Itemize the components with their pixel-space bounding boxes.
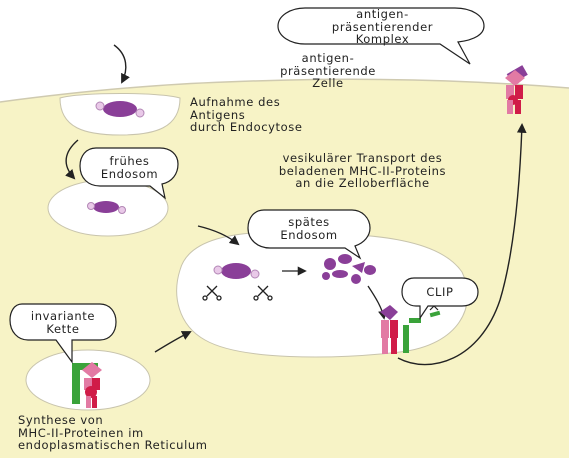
label-mhc-synthesis: Synthese von MHC-II-Proteinen im endopla…	[18, 414, 208, 452]
label-line: Endosom	[280, 227, 338, 242]
label-line: Zelle	[312, 76, 344, 90]
label-line: antigen-	[356, 7, 409, 21]
label-line: vesikulärer Transport des	[282, 151, 443, 165]
arrow-antigen-uptake	[113, 44, 130, 84]
label-invariant-chain: invariante Kette	[12, 310, 114, 335]
antigen-early-endosome	[87, 201, 126, 214]
label-line: Komplex	[355, 32, 410, 46]
bubble-invariant-chain	[9, 303, 117, 364]
label-line: präsentierende	[280, 63, 376, 78]
scissors-icon	[253, 285, 273, 301]
label-line: Synthese von	[18, 413, 104, 427]
label-line: durch Endocytose	[190, 120, 303, 134]
label-antigen-uptake: Aufnahme des Antigens durch Endocytose	[190, 96, 303, 134]
label-line: spätes	[288, 215, 330, 229]
bubble-early-endosome	[79, 147, 179, 200]
bubble-late-endosome	[247, 209, 371, 260]
label-early-endosome: frühes Endosom	[82, 155, 177, 180]
label-antigen-presenting-complex: antigen- präsentierender Komplex	[290, 8, 475, 46]
arrow-er-to-late-endosome	[154, 331, 192, 353]
label-line: Antigens	[190, 107, 246, 122]
label-line: CLIP	[426, 285, 454, 299]
antigen-in-pit	[95, 101, 145, 118]
label-antigen-presenting-cell: antigen- präsentierende Zelle	[248, 52, 408, 90]
label-line: präsentierender	[331, 19, 434, 34]
scissors-icon	[202, 285, 222, 301]
mhc-ii-invariant-chain	[72, 362, 102, 408]
antigen-fragments	[322, 254, 376, 284]
label-late-endosome: spätes Endosom	[250, 216, 368, 241]
arrow-to-late-endosome	[197, 225, 240, 246]
label-line: Endosom	[100, 166, 159, 181]
label-vesicular-transport: vesikulärer Transport des beladenen MHC-…	[250, 152, 475, 190]
cell-membrane	[0, 78, 569, 103]
arrow-vesicular-transport	[397, 123, 527, 366]
mhc-ii-loaded-late-endosome	[380, 305, 421, 354]
label-line: invariante	[30, 309, 96, 323]
label-line: beladenen MHC-II-Proteins	[278, 163, 447, 178]
label-line: frühes	[109, 154, 150, 168]
label-line: an die Zelloberfläche	[295, 176, 430, 190]
label-line: antigen-	[301, 51, 355, 65]
label-line: endoplasmatischen Reticulum	[18, 438, 208, 452]
bubble-clip	[401, 277, 479, 320]
label-line: Kette	[46, 321, 80, 336]
arrow-to-mhc-loading	[367, 285, 388, 320]
label-clip: CLIP	[404, 286, 476, 299]
antigen-late-endosome	[213, 263, 260, 279]
arrow-to-early-endosome	[65, 139, 79, 180]
label-line: MHC-II-Proteinen im	[18, 425, 144, 440]
label-line: Aufnahme des	[190, 95, 281, 109]
bubble-complex	[277, 7, 485, 65]
mhc-ii-surface-complex	[505, 65, 528, 114]
